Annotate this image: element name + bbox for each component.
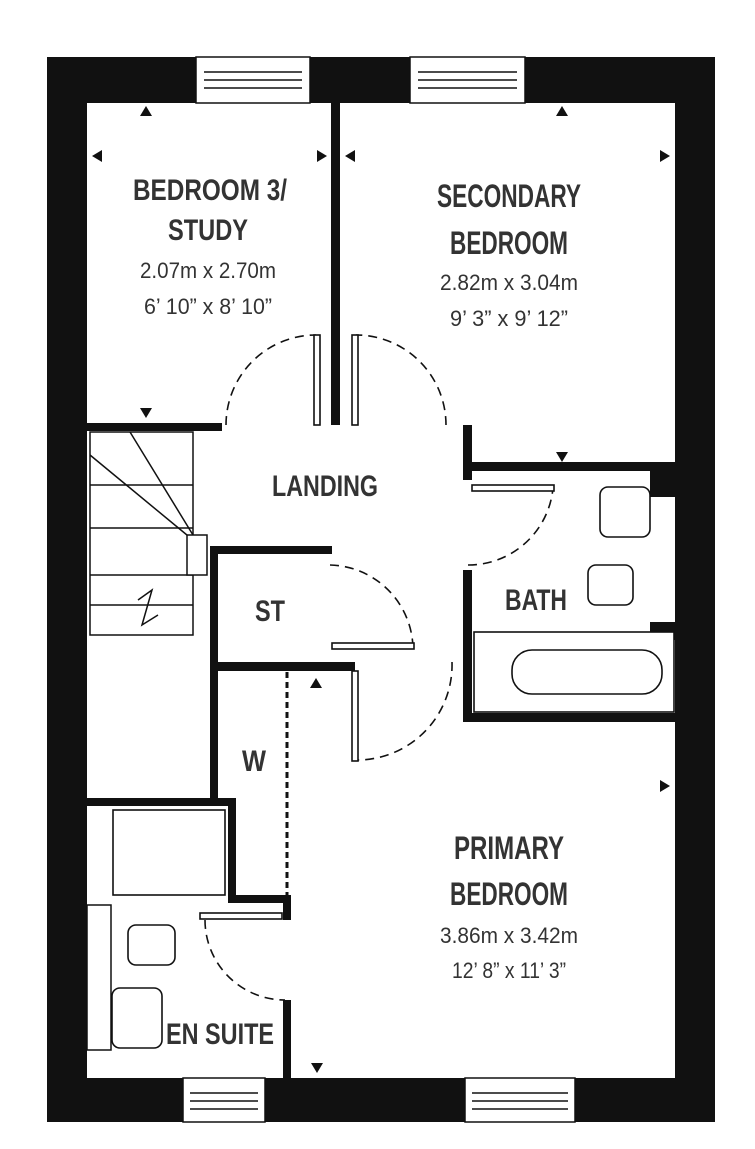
ensuite-toilet <box>127 924 176 966</box>
wardrobe-name: W <box>242 745 267 778</box>
bath-name: BATH <box>505 584 567 617</box>
primary-name: PRIMARY <box>454 830 564 866</box>
staircase <box>89 431 208 636</box>
secondary-name: SECONDARY <box>437 178 581 214</box>
interior-walls <box>87 103 675 1078</box>
secondary-metric: 2.82m x 3.04m <box>440 270 578 295</box>
primary-name-2: BEDROOM <box>450 876 568 912</box>
window-primary <box>464 1077 576 1123</box>
primary-metric: 3.86m x 3.42m <box>440 923 578 948</box>
bedroom3-metric: 2.07m x 2.70m <box>140 258 276 283</box>
bath-toilet <box>587 564 634 606</box>
primary-imperial: 12’ 8” x 11’ 3” <box>452 958 566 983</box>
window-ensuite <box>182 1077 266 1123</box>
bath-basin <box>599 486 651 538</box>
secondary-imperial: 9’ 3” x 9’ 12” <box>450 306 568 331</box>
ensuite-basin <box>111 987 163 1049</box>
bedroom3-name: BEDROOM 3/ <box>133 174 288 207</box>
window-bedroom3 <box>195 56 311 104</box>
window-secondary <box>409 56 526 104</box>
dimension-arrows <box>92 106 670 1073</box>
secondary-name-2: BEDROOM <box>450 225 568 261</box>
bedroom3-name-2: STUDY <box>168 214 248 247</box>
store-name: ST <box>255 595 285 628</box>
windows <box>182 56 576 1123</box>
bedroom3-imperial: 6’ 10” x 8’ 10” <box>144 294 272 319</box>
doors <box>199 334 555 1001</box>
room-labels: BEDROOM 3/ STUDY 2.07m x 2.70m 6’ 10” x … <box>133 174 581 1051</box>
ensuite-name: EN SUITE <box>166 1018 274 1051</box>
landing-name: LANDING <box>272 470 378 503</box>
fixtures <box>111 486 675 1049</box>
shower-tray <box>112 809 226 896</box>
outer-walls <box>47 57 715 1122</box>
